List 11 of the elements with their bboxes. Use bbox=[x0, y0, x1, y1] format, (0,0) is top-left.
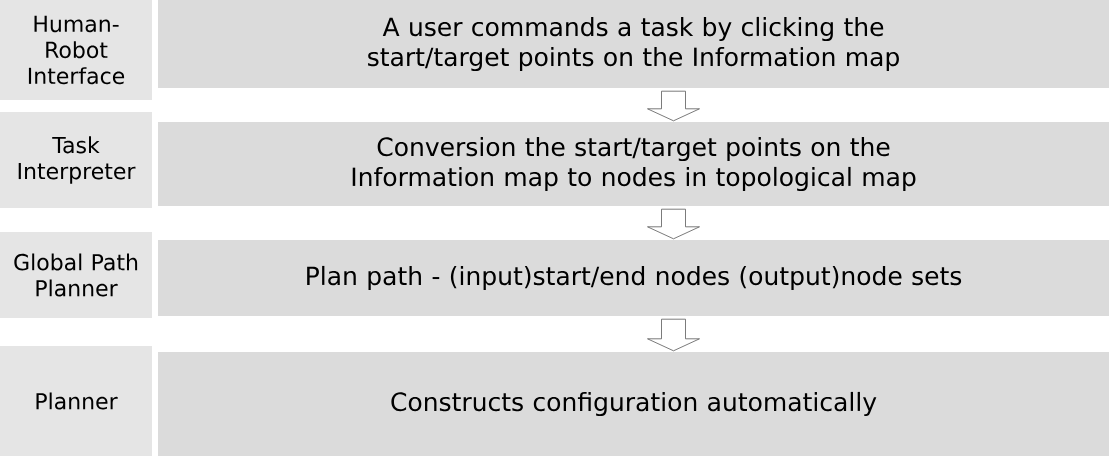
row-label-box: Global Path Planner bbox=[0, 232, 152, 318]
block-arrow bbox=[647, 208, 700, 240]
row-label-box: Task Interpreter bbox=[0, 112, 152, 208]
step-box: Conversion the start/target points on the Information map to nodes in topological map bbox=[158, 122, 1109, 206]
step-box: Constructs configuration automatically bbox=[158, 352, 1109, 456]
row-label-box: Human-Robot Interface bbox=[0, 0, 152, 100]
step-box: Plan path - (input)start/end nodes (output)node sets bbox=[158, 240, 1109, 316]
row-label-box: Planner bbox=[0, 346, 152, 456]
block-arrow bbox=[647, 90, 700, 122]
block-arrow bbox=[647, 318, 700, 352]
step-box: A user commands a task by clicking the start/target points on the Information map bbox=[158, 0, 1109, 88]
